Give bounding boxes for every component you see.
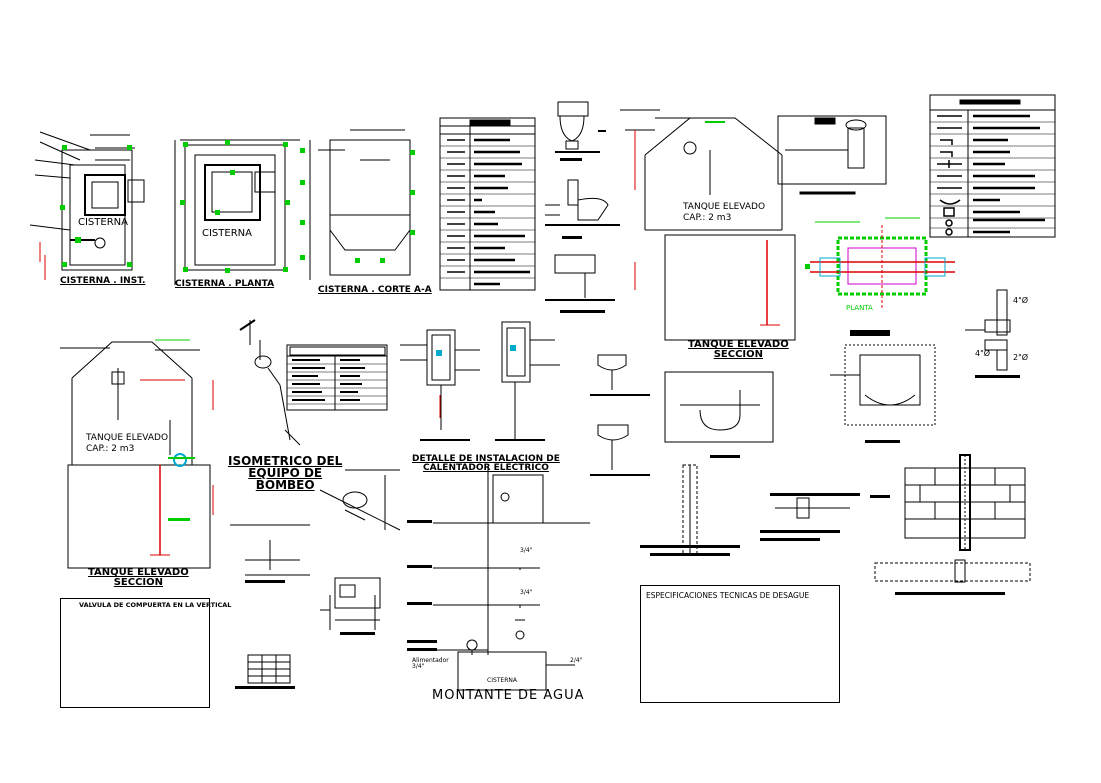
- tanque-top-seccion-title: TANQUE ELEVADO SECCION: [688, 339, 789, 360]
- montante-cisterna-box: CISTERNA: [487, 677, 517, 684]
- tanque-left-label: TANQUE ELEVADO: [86, 433, 169, 443]
- tanque-left-seccion-title: TANQUE ELEVADO SECCION: [88, 567, 189, 588]
- pipe-planta-label: PLANTA: [846, 304, 873, 312]
- tanque-top-capacity: CAP.: 2 m3: [683, 213, 732, 223]
- brick-wall-detail: [870, 454, 1026, 551]
- especificaciones-title: ESPECIFICACIONES TECNICAS DE DESAGUE: [646, 591, 810, 600]
- cisterna-planta-label: CISTERNA: [202, 228, 252, 239]
- wall-penetration-details: [760, 493, 860, 541]
- appliance-captions: [560, 130, 606, 313]
- pipe-planta-detail: [805, 217, 955, 310]
- montante-diam-a: 3/4": [520, 547, 533, 554]
- especificaciones-box: ESPECIFICACIONES TECNICAS DE DESAGUE: [640, 585, 840, 703]
- small-table-bottom: [235, 654, 295, 689]
- sifon-detail-box: [664, 371, 774, 458]
- cisterna-planta-drawing: [174, 139, 300, 285]
- lavatorio-details: [590, 354, 650, 476]
- small-details-lower-left: [230, 524, 381, 635]
- montante-diam-c: 2/4": [570, 657, 583, 664]
- detail-box-tuberia: [777, 115, 887, 195]
- cisterna-corte-drawing: [309, 129, 411, 280]
- valvula-box: VALVULA DE COMPUERTA EN LA VERTICAL: [60, 598, 231, 708]
- cisterna-inst-title: CISTERNA . INST.: [60, 276, 146, 286]
- cisterna-planta-green-marks: [180, 140, 290, 273]
- cisterna-corte-green-marks: [300, 148, 415, 263]
- cisterna-planta-title: CISTERNA . PLANTA: [175, 279, 275, 289]
- legend-table-desague: [929, 94, 1056, 238]
- cisterna-corte-title: CISTERNA . CORTE A-A: [318, 285, 432, 295]
- cisterna-inst-label: CISTERNA: [78, 217, 128, 228]
- pipe-crossing-detail: [319, 469, 401, 531]
- tee-fittings-detail: [965, 289, 1020, 378]
- calentador-drawing: [400, 321, 560, 441]
- legend-table-symbols: [439, 117, 536, 291]
- tee-diameter-3: 2"Ø: [1013, 353, 1029, 362]
- isometrico-title: ISOMETRICO DEL EQUIPO DE BOMBEO: [228, 454, 343, 492]
- isometric-pump-drawing: [239, 319, 301, 446]
- montante-alimentador: Alimentador 3/4": [412, 657, 449, 670]
- tanque-top-label: TANQUE ELEVADO: [683, 202, 766, 212]
- pipe-wall-hatched: [640, 464, 740, 556]
- tanque-left-capacity: CAP.: 2 m3: [86, 444, 135, 454]
- montante-drawing: [407, 468, 590, 691]
- montante-title: MONTANTE DE AGUA: [432, 688, 585, 703]
- cisterna-inst-green-marks: [60, 145, 132, 267]
- tee-diameter-2: 4"Ø: [975, 349, 991, 358]
- calentador-accents: [436, 345, 516, 418]
- cisterna-inst-red-marks: [39, 242, 46, 280]
- caracteristicas-table: [286, 344, 388, 411]
- tanque-elevado-top-drawing: [620, 109, 796, 341]
- calentador-title: DETALLE DE INSTALACION DE CALENTADOR ELE…: [412, 454, 560, 473]
- tanque-elevado-top-accents: [634, 121, 780, 326]
- registro-detail: [830, 330, 936, 443]
- toilet-details: [545, 101, 620, 301]
- cisterna-inst-drawing: [29, 131, 145, 271]
- valvula-box-title: VALVULA DE COMPUERTA EN LA VERTICAL: [79, 601, 232, 609]
- montante-diam-b: 3/4": [520, 589, 533, 596]
- tanque-elevado-left-accents: [140, 339, 214, 556]
- tanque-elevado-left-drawing: [60, 341, 211, 569]
- tee-diameter-1: 4"Ø: [1013, 296, 1029, 305]
- floor-slab-detail: [874, 559, 1031, 595]
